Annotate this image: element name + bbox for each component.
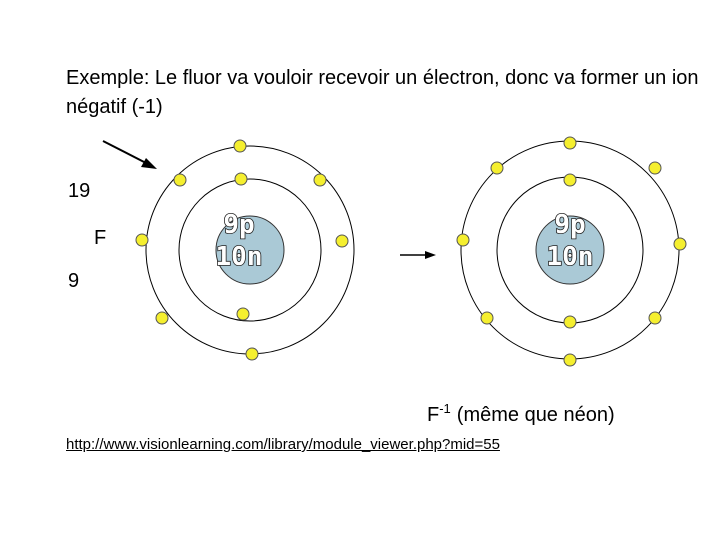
electron: [481, 312, 493, 324]
electron: [564, 316, 576, 328]
ion-label: F-1 (même que néon): [427, 398, 615, 426]
nucleus-protons: 9p: [223, 210, 254, 240]
electron: [649, 312, 661, 324]
electron: [314, 174, 326, 186]
electron: [564, 174, 576, 186]
electron: [235, 173, 247, 185]
ion-description: (même que néon): [457, 404, 615, 426]
electron: [174, 174, 186, 186]
ion-charge: -1: [439, 401, 451, 416]
electron: [136, 234, 148, 246]
reaction-arrow: [400, 251, 436, 259]
electron: [491, 162, 503, 174]
pointer-arrow: [103, 141, 157, 169]
electron: [564, 137, 576, 149]
electron: [564, 354, 576, 366]
electron: [336, 235, 348, 247]
fluoride-ion: 9p 10n: [457, 137, 686, 366]
fluorine-atom: 9p 10n: [136, 140, 354, 360]
electron: [234, 140, 246, 152]
ion-symbol: F: [427, 404, 439, 426]
nucleus-neutrons: 10n: [216, 242, 263, 272]
electron: [246, 348, 258, 360]
source-link[interactable]: http://www.visionlearning.com/library/mo…: [66, 436, 500, 453]
electron: [237, 308, 249, 320]
nucleus-protons: 9p: [554, 210, 585, 240]
electron: [674, 238, 686, 250]
electron: [649, 162, 661, 174]
electron: [457, 234, 469, 246]
electron: [156, 312, 168, 324]
nucleus-neutrons: 10n: [547, 242, 594, 272]
